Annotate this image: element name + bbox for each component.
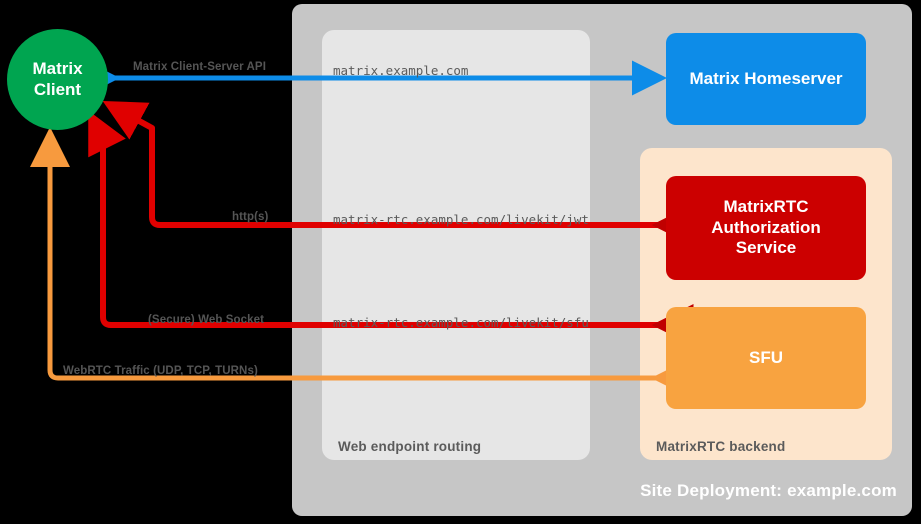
node-matrix-client[interactable]: Matrix Client (7, 29, 108, 130)
sfu-label: SFU (749, 347, 783, 367)
edge-label-webrtc-traffic: WebRTC Traffic (UDP, TCP, TURNs) (63, 365, 258, 377)
matrix-client-label-line1: Matrix (32, 58, 83, 78)
edge-label-http: http(s) (232, 211, 269, 223)
authservice-label-line2: Authorization (711, 217, 821, 237)
node-matrixrtc-authorization-service[interactable]: MatrixRTC Authorization Service (666, 176, 866, 280)
url-livekit-jwt: matrix-rtc.example.com/livekit/jwt (333, 212, 589, 227)
node-matrix-homeserver[interactable]: Matrix Homeserver (666, 33, 866, 125)
authservice-label-line3: Service (735, 238, 797, 258)
edge-label-secure-web-socket: (Secure) Web Socket (148, 314, 265, 326)
panel-label-matrixrtc-backend: MatrixRTC backend (656, 439, 786, 454)
url-matrix-example-com: matrix.example.com (333, 63, 469, 78)
matrix-client-label-line2: Client (33, 79, 82, 99)
url-livekit-sfu: matrix-rtc.example.com/livekit/sfu (333, 315, 589, 330)
panel-label-web-endpoint-routing: Web endpoint routing (338, 439, 482, 454)
authservice-label-line1: MatrixRTC (723, 197, 809, 217)
matrix-homeserver-label: Matrix Homeserver (689, 68, 843, 88)
panel-label-site-deployment: Site Deployment: example.com (640, 481, 897, 500)
web-endpoint-routing-panel (322, 30, 590, 460)
edge-label-matrix-client-server-api: Matrix Client-Server API (133, 61, 266, 73)
node-sfu[interactable]: SFU (666, 307, 866, 409)
